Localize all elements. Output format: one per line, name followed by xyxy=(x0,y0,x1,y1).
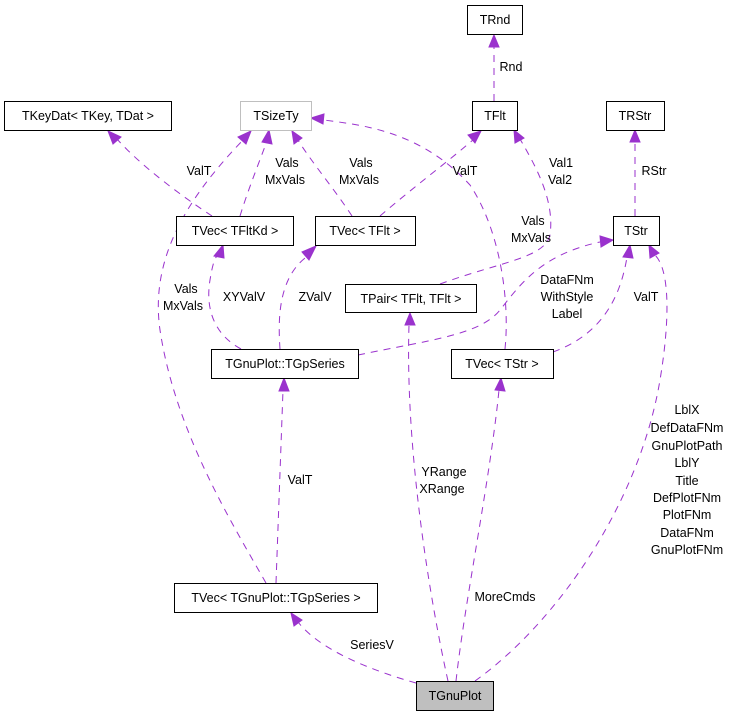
edge-tgpseries-tvec-tfltkd xyxy=(208,243,242,350)
svg-text:TVec< TFltKd >: TVec< TFltKd > xyxy=(192,224,279,238)
edge-label-gpseries-valt: ValT xyxy=(288,473,313,487)
svg-text:Val2: Val2 xyxy=(548,173,572,187)
svg-text:MxVals: MxVals xyxy=(339,173,379,187)
node-tstr[interactable]: TStr xyxy=(613,216,660,246)
edge-tgnuplot-tvec-tstr xyxy=(455,376,506,682)
svg-text:Vals: Vals xyxy=(174,282,197,296)
edge-tvec-tgpseries-tgpseries xyxy=(275,376,290,584)
edge-tvec-tfltkd-tsizety xyxy=(239,128,273,217)
svg-text:TVec< TGnuPlot::TGpSeries >: TVec< TGnuPlot::TGpSeries > xyxy=(191,591,360,605)
svg-text:XRange: XRange xyxy=(419,482,464,496)
svg-text:ValT: ValT xyxy=(634,290,659,304)
edge-label-seriesv: SeriesV xyxy=(350,638,394,652)
svg-text:ValT: ValT xyxy=(453,164,478,178)
edge-label-ranges: YRange XRange xyxy=(419,465,466,496)
edge-label-tstr-vals: Vals MxVals xyxy=(511,214,551,245)
edge-tvec-tflt-tsizety xyxy=(291,129,353,217)
edge-label-morecmds: MoreCmds xyxy=(474,590,535,604)
edge-tgnuplot-tstr xyxy=(474,243,668,682)
node-tgpseries[interactable]: TGnuPlot::TGpSeries xyxy=(211,349,359,379)
svg-text:TFlt: TFlt xyxy=(484,109,506,123)
edge-tvec-tstr-tsizety xyxy=(309,113,507,350)
svg-text:WithStyle: WithStyle xyxy=(541,290,594,304)
svg-text:Vals: Vals xyxy=(521,214,544,228)
edge-label-tvec-tstr-valt: ValT xyxy=(634,290,659,304)
svg-text:TRnd: TRnd xyxy=(480,13,511,27)
svg-text:MxVals: MxVals xyxy=(265,173,305,187)
node-trnd[interactable]: TRnd xyxy=(467,5,523,35)
svg-text:ValT: ValT xyxy=(187,164,212,178)
svg-text:DataFNm: DataFNm xyxy=(540,273,593,287)
edge-label-tfltkd-vals: Vals MxVals xyxy=(265,156,305,187)
edge-label-tflt-vals: Vals MxVals xyxy=(339,156,379,187)
svg-text:Title: Title xyxy=(675,474,698,488)
node-trstr[interactable]: TRStr xyxy=(606,101,665,131)
svg-text:TVec< TStr >: TVec< TStr > xyxy=(465,357,538,371)
svg-text:XYValV: XYValV xyxy=(223,290,266,304)
edge-label-gpseries-tstr: DataFNm WithStyle Label xyxy=(540,273,593,321)
edge-label-pair-val: Val1 Val2 xyxy=(548,156,573,187)
edge-label-rstr: RStr xyxy=(642,164,667,178)
svg-text:Val1: Val1 xyxy=(549,156,573,170)
svg-text:TVec< TFlt >: TVec< TFlt > xyxy=(329,224,400,238)
svg-text:DefPlotFNm: DefPlotFNm xyxy=(653,491,721,505)
svg-text:MoreCmds: MoreCmds xyxy=(474,590,535,604)
edge-tgpseries-tstr xyxy=(357,235,615,356)
edge-tpair-tflt xyxy=(439,128,552,285)
node-tpair[interactable]: TPair< TFlt, TFlt > xyxy=(345,284,477,313)
edge-tflt-trnd xyxy=(488,33,500,101)
svg-text:ValT: ValT xyxy=(288,473,313,487)
edge-label-tflt-valt: ValT xyxy=(453,164,478,178)
svg-text:RStr: RStr xyxy=(642,164,667,178)
svg-text:Vals: Vals xyxy=(349,156,372,170)
svg-text:TSizeTy: TSizeTy xyxy=(253,109,299,123)
svg-text:GnuPlotFNm: GnuPlotFNm xyxy=(651,543,723,557)
node-tsizety[interactable]: TSizeTy xyxy=(240,101,312,131)
svg-text:TRStr: TRStr xyxy=(619,109,652,123)
edge-label-tfltkd-valt: ValT xyxy=(187,164,212,178)
svg-text:TPair< TFlt, TFlt >: TPair< TFlt, TFlt > xyxy=(361,292,462,306)
svg-text:ZValV: ZValV xyxy=(298,290,332,304)
svg-text:YRange: YRange xyxy=(421,465,466,479)
svg-text:DefDataFNm: DefDataFNm xyxy=(651,421,724,435)
svg-text:TStr: TStr xyxy=(624,224,648,238)
svg-text:MxVals: MxVals xyxy=(163,299,203,313)
edge-tvec-tgpseries-tsizety xyxy=(157,130,267,584)
svg-text:Rnd: Rnd xyxy=(500,60,523,74)
node-tgnuplot[interactable]: TGnuPlot xyxy=(416,681,494,711)
node-tvec-tflt[interactable]: TVec< TFlt > xyxy=(315,216,416,246)
svg-text:TKeyDat< TKey, TDat >: TKeyDat< TKey, TDat > xyxy=(22,109,154,123)
svg-text:MxVals: MxVals xyxy=(511,231,551,245)
svg-text:TGnuPlot: TGnuPlot xyxy=(429,689,482,703)
svg-text:PlotFNm: PlotFNm xyxy=(663,508,712,522)
edge-label-gpseries-vals: Vals MxVals xyxy=(163,282,203,313)
edge-tvec-tflt-tflt xyxy=(379,130,482,217)
svg-text:DataFNm: DataFNm xyxy=(660,526,713,540)
node-tflt[interactable]: TFlt xyxy=(472,101,518,131)
edge-label-xyvalv: XYValV xyxy=(223,290,266,304)
edge-tvec-tfltkd-tkeydat xyxy=(107,130,213,217)
svg-text:LblX: LblX xyxy=(674,403,700,417)
node-tvec-tgpseries[interactable]: TVec< TGnuPlot::TGpSeries > xyxy=(174,583,378,613)
edge-tgnuplot-tvec-tgpseries xyxy=(290,611,417,684)
node-tvec-tstr[interactable]: TVec< TStr > xyxy=(451,349,554,379)
edge-tstr-trstr xyxy=(629,128,641,216)
svg-text:SeriesV: SeriesV xyxy=(350,638,394,652)
edge-label-zvalv: ZValV xyxy=(298,290,332,304)
edge-label-rnd: Rnd xyxy=(500,60,523,74)
edge-label-gnuplot-tstr: LblX DefDataFNm GnuPlotPath LblY Title D… xyxy=(651,403,724,557)
edge-tvec-tstr-tstr xyxy=(552,243,634,353)
node-tvec-tfltkd[interactable]: TVec< TFltKd > xyxy=(176,216,294,246)
edge-tgnuplot-tpair xyxy=(404,311,449,682)
svg-text:Vals: Vals xyxy=(275,156,298,170)
svg-text:Label: Label xyxy=(552,307,583,321)
svg-text:LblY: LblY xyxy=(674,456,700,470)
svg-text:GnuPlotPath: GnuPlotPath xyxy=(652,439,723,453)
node-tkeydat[interactable]: TKeyDat< TKey, TDat > xyxy=(4,101,172,131)
edge-tgpseries-tvec-tflt xyxy=(278,245,318,350)
svg-text:TGnuPlot::TGpSeries: TGnuPlot::TGpSeries xyxy=(225,357,345,371)
